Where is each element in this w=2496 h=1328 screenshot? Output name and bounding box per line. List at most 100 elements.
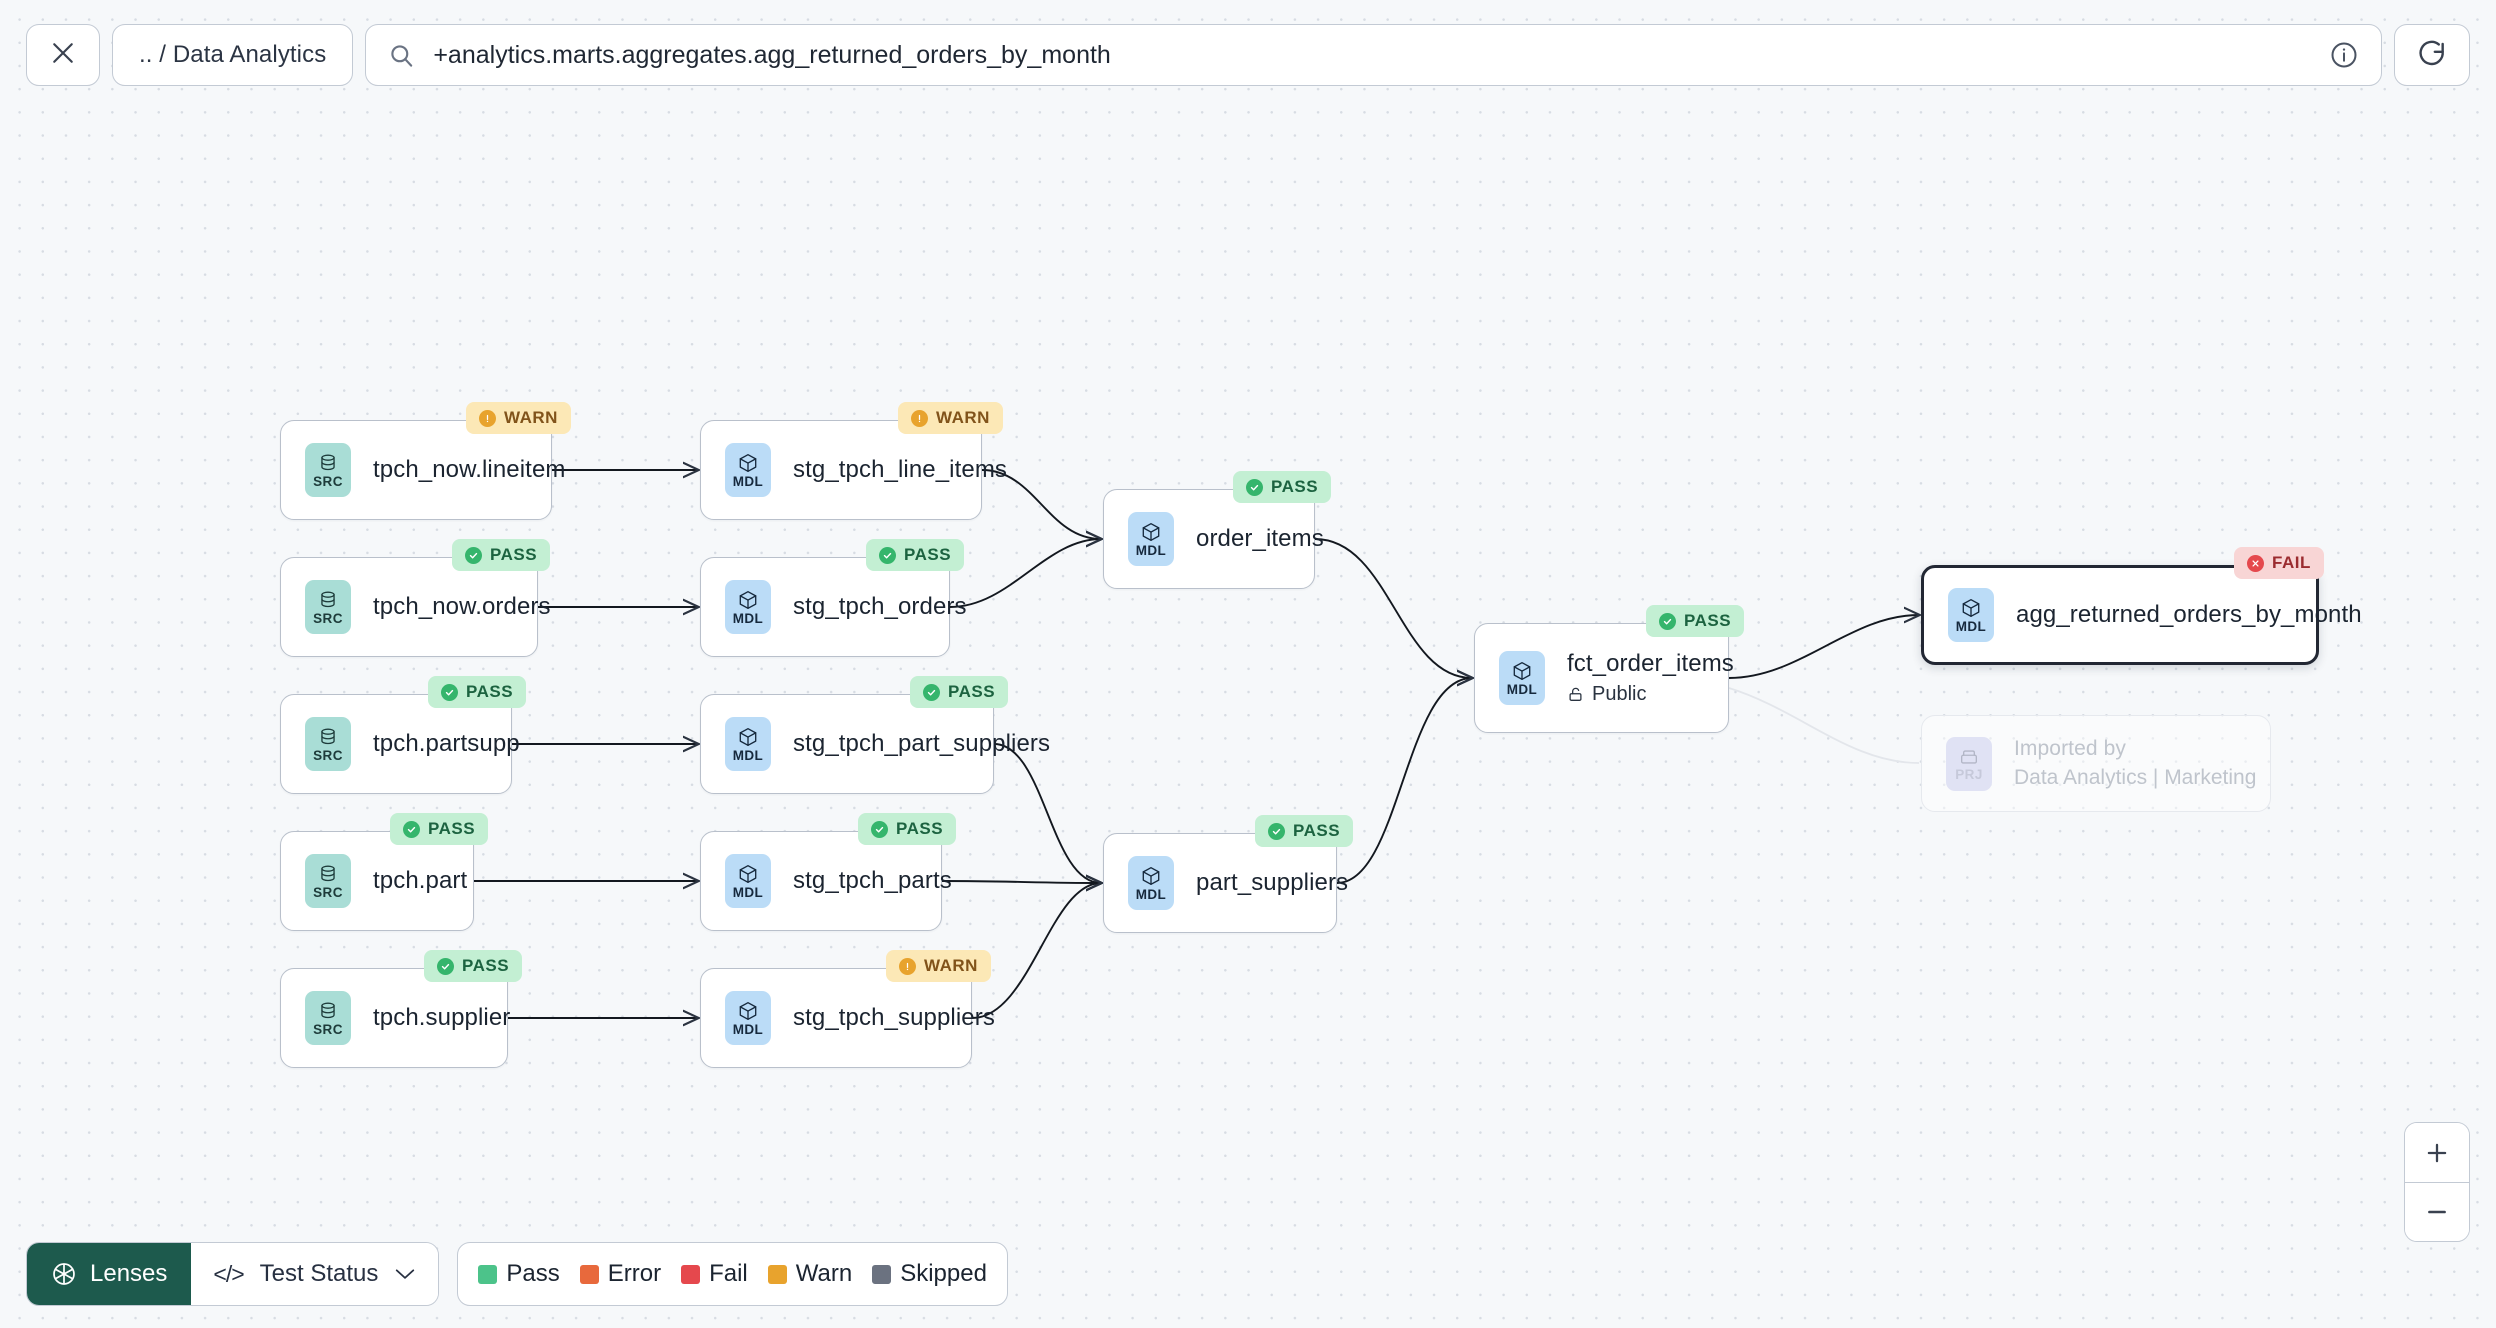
legend-item-skipped[interactable]: Skipped <box>872 1260 987 1288</box>
status-badge-tpch_now_lineitem[interactable]: WARN <box>466 402 571 434</box>
status-pass-icon <box>1659 612 1676 630</box>
legend-label: Error <box>607 1260 662 1287</box>
node-text: tpch.partsupp <box>373 730 520 758</box>
info-icon[interactable] <box>2329 40 2359 70</box>
legend-swatch-skipped <box>872 1264 892 1284</box>
graph-node-stg_tpch_line_items[interactable]: MDL stg_tpch_line_items <box>700 420 1007 520</box>
minus-icon <box>2424 1199 2450 1225</box>
legend-label: Fail <box>709 1260 748 1287</box>
node-kind-label: MDL <box>732 747 764 763</box>
src-type-icon: SRC <box>305 991 351 1045</box>
node-kind-label: SRC <box>313 1021 343 1037</box>
node-text: tpch_now.lineitem <box>373 456 565 484</box>
search-bar[interactable]: +analytics.marts.aggregates.agg_returned… <box>365 24 2382 86</box>
imported-by-project-name: Data Analytics | Marketing <box>2014 766 2257 789</box>
legend-item-fail[interactable]: Fail <box>681 1260 748 1288</box>
refresh-button[interactable] <box>2394 24 2470 86</box>
status-warn-icon <box>911 409 928 427</box>
mdl-type-icon: MDL <box>725 443 771 497</box>
legend-item-error[interactable]: Error <box>579 1260 662 1288</box>
node-title: agg_returned_orders_by_month <box>2016 601 2362 628</box>
status-pass-icon <box>437 957 454 975</box>
node-text: stg_tpch_line_items <box>793 456 1007 484</box>
status-badge-label: PASS <box>1271 477 1319 496</box>
node-kind-label: PRJ <box>1955 767 1983 783</box>
node-kind-label: MDL <box>732 610 764 626</box>
status-badge-stg_tpch_orders[interactable]: PASS <box>866 539 965 571</box>
status-badge-stg_tpch_suppliers[interactable]: WARN <box>886 950 991 982</box>
node-visibility-label: Public <box>1592 683 1647 705</box>
graph-node-tpch_now_lineitem[interactable]: SRC tpch_now.lineitem <box>280 420 565 520</box>
status-badge-stg_tpch_part_suppliers[interactable]: PASS <box>910 676 1009 708</box>
mdl-type-icon: MDL <box>1948 588 1994 642</box>
status-badge-label: FAIL <box>2272 553 2311 572</box>
zoom-out-button[interactable] <box>2405 1182 2469 1241</box>
legend-item-pass[interactable]: Pass <box>478 1260 560 1288</box>
test-status-dropdown[interactable]: </> Test Status <box>191 1243 439 1305</box>
top-toolbar: .. / Data Analytics +analytics.marts.agg… <box>0 0 2496 110</box>
status-badge-agg_returned_orders_by_month[interactable]: FAIL <box>2234 547 2324 579</box>
node-kind-label: SRC <box>313 610 343 626</box>
src-type-icon: SRC <box>305 717 351 771</box>
close-button[interactable] <box>26 24 100 86</box>
node-text: order_items <box>1196 525 1324 553</box>
node-title: tpch.partsupp <box>373 730 520 757</box>
status-badge-tpch_supplier[interactable]: PASS <box>424 950 523 982</box>
graph-node-tpch_partsupp[interactable]: SRC tpch.partsupp <box>280 694 520 794</box>
legend-item-warn[interactable]: Warn <box>767 1260 852 1288</box>
plus-icon <box>2424 1140 2450 1166</box>
graph-node-tpch_now_orders[interactable]: SRC tpch_now.orders <box>280 557 551 657</box>
legend-swatch-warn <box>767 1264 787 1284</box>
graph-node-tpch_supplier[interactable]: SRC tpch.supplier <box>280 968 511 1068</box>
status-badge-label: PASS <box>948 682 996 701</box>
lenses-button[interactable]: Lenses <box>27 1243 192 1305</box>
status-badge-stg_tpch_parts[interactable]: PASS <box>858 813 957 845</box>
node-text: agg_returned_orders_by_month <box>2016 601 2362 629</box>
graph-node-stg_tpch_orders[interactable]: MDL stg_tpch_orders <box>700 557 967 657</box>
graph-node-agg_returned_orders_by_month[interactable]: MDL agg_returned_orders_by_month <box>1921 565 2362 665</box>
node-text: stg_tpch_part_suppliers <box>793 730 1050 758</box>
lenses-label: Lenses <box>90 1260 168 1287</box>
node-title: stg_tpch_orders <box>793 593 967 620</box>
node-kind-label: SRC <box>313 473 343 489</box>
node-kind-label: MDL <box>1955 618 1987 634</box>
code-icon: </> <box>213 1260 244 1287</box>
legend-label: Skipped <box>900 1260 987 1287</box>
node-kind-label: SRC <box>313 884 343 900</box>
legend-label: Pass <box>506 1260 560 1287</box>
status-badge-label: WARN <box>504 408 558 427</box>
legend-swatch-fail <box>681 1264 701 1284</box>
close-icon <box>48 38 78 73</box>
node-text: tpch_now.orders <box>373 593 551 621</box>
breadcrumb[interactable]: .. / Data Analytics <box>112 24 354 86</box>
refresh-icon <box>2416 37 2448 74</box>
graph-node-stg_tpch_part_suppliers[interactable]: MDL stg_tpch_part_suppliers <box>700 694 1050 794</box>
status-badge-fct_order_items[interactable]: PASS <box>1646 605 1745 637</box>
status-badge-tpch_now_orders[interactable]: PASS <box>452 539 551 571</box>
node-kind-label: MDL <box>1135 886 1167 902</box>
node-kind-label: MDL <box>732 473 764 489</box>
aperture-icon <box>51 1261 77 1287</box>
legend-swatch-pass <box>478 1264 498 1284</box>
status-badge-part_suppliers[interactable]: PASS <box>1255 815 1354 847</box>
status-badge-label: PASS <box>896 819 944 838</box>
status-badge-tpch_part[interactable]: PASS <box>390 813 489 845</box>
node-kind-label: SRC <box>313 747 343 763</box>
test-status-label: Test Status <box>259 1260 379 1287</box>
status-badge-order_items[interactable]: PASS <box>1233 471 1332 503</box>
status-badge-stg_tpch_line_items[interactable]: WARN <box>898 402 1003 434</box>
node-title: tpch.supplier <box>373 1004 511 1031</box>
status-badge-tpch_partsupp[interactable]: PASS <box>428 676 527 708</box>
status-warn-icon <box>479 409 496 427</box>
search-input[interactable]: +analytics.marts.aggregates.agg_returned… <box>433 40 1111 69</box>
zoom-in-button[interactable] <box>2405 1123 2469 1182</box>
